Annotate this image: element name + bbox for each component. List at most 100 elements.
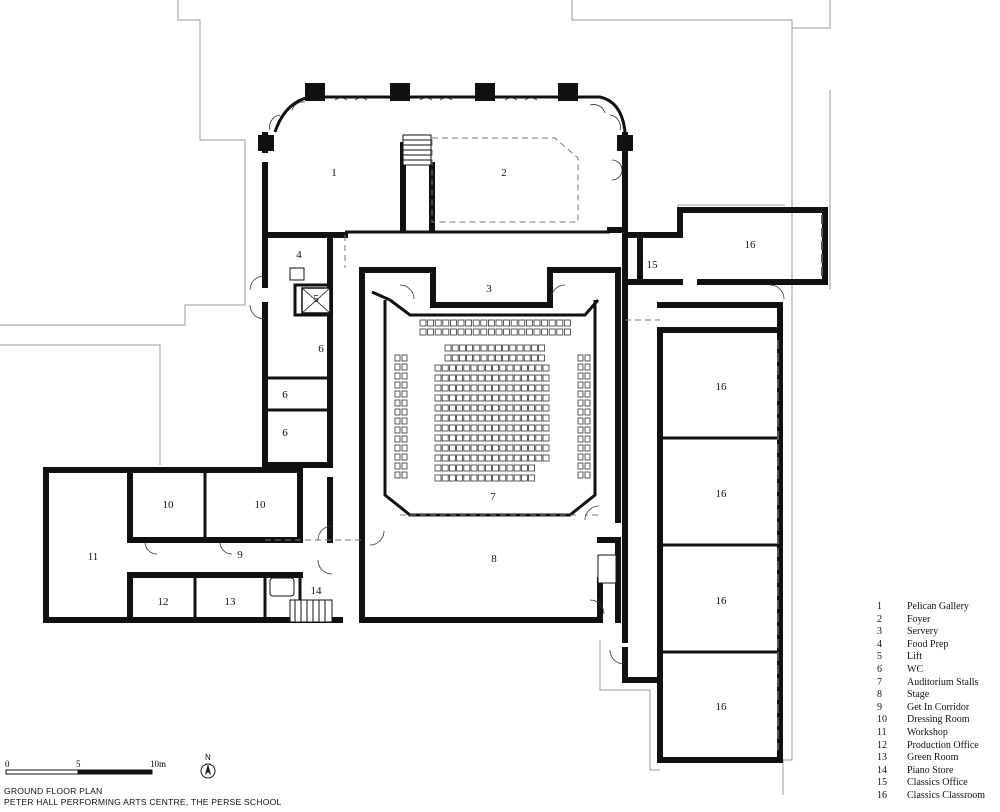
seat — [577, 354, 584, 362]
seat — [401, 408, 408, 416]
seat — [492, 474, 500, 482]
seat — [584, 381, 591, 389]
room-labels: 1 2 3 4 5 6 6 6 7 8 9 10 10 11 12 13 14 … — [88, 167, 756, 713]
seat — [463, 424, 471, 432]
seat — [528, 404, 535, 412]
seat — [470, 474, 478, 482]
room-label-6b: 6 — [282, 389, 288, 401]
seat — [577, 435, 584, 443]
legend-room-name: Green Room — [907, 752, 959, 764]
seat — [451, 354, 459, 362]
seat — [487, 328, 495, 336]
seat — [484, 364, 492, 372]
room-label-16c: 16 — [716, 488, 728, 500]
seat — [456, 474, 464, 482]
seat — [441, 364, 449, 372]
seat — [528, 464, 535, 472]
seat — [448, 364, 456, 372]
seat — [470, 404, 478, 412]
seat — [548, 319, 556, 327]
seat — [528, 474, 535, 482]
room-label-4: 4 — [296, 249, 302, 261]
seat — [584, 444, 591, 452]
seat — [528, 374, 535, 382]
seat — [542, 434, 550, 442]
seat — [495, 328, 503, 336]
seat — [394, 372, 401, 380]
seat — [584, 453, 591, 461]
legend-room-name: Stage — [907, 689, 930, 701]
seat — [492, 414, 500, 422]
seat — [465, 319, 473, 327]
legend-room-name: Classics Classroom — [907, 789, 986, 801]
seat — [513, 374, 521, 382]
seat — [584, 390, 591, 398]
legend-number: 8 — [877, 689, 882, 701]
seat — [434, 364, 442, 372]
seat — [494, 344, 502, 352]
seat — [541, 328, 548, 336]
seat — [499, 404, 507, 412]
caption-project: PETER HALL PERFORMING ARTS CENTRE, THE P… — [4, 797, 282, 807]
legend-number: 15 — [877, 777, 887, 789]
seat — [401, 363, 408, 371]
seat — [584, 417, 591, 425]
seat — [513, 394, 521, 402]
seat — [434, 424, 442, 432]
seat — [492, 434, 500, 442]
seat — [434, 328, 442, 336]
legend-room-name: Servery — [907, 626, 939, 638]
legend-room-name: Production Office — [907, 739, 979, 751]
seat — [456, 444, 464, 452]
seat — [506, 474, 514, 482]
seat — [458, 354, 466, 362]
legend-room-name: Workshop — [907, 726, 948, 738]
seat — [477, 384, 485, 392]
seat — [577, 453, 584, 461]
room-label-6c: 6 — [282, 427, 288, 439]
seat — [448, 454, 456, 462]
seat — [463, 464, 471, 472]
seat — [528, 384, 535, 392]
seat — [492, 444, 500, 452]
seat — [434, 384, 442, 392]
seat — [521, 444, 528, 452]
seat — [434, 464, 442, 472]
seat — [513, 414, 521, 422]
seat — [584, 408, 591, 416]
legend-number: 13 — [877, 752, 887, 764]
seat — [470, 464, 478, 472]
seat — [535, 424, 543, 432]
seat — [441, 394, 449, 402]
seat — [499, 384, 507, 392]
seat — [456, 464, 464, 472]
room-label-8: 8 — [491, 553, 497, 565]
seat — [548, 328, 556, 336]
seat — [484, 374, 492, 382]
seat — [499, 454, 507, 462]
seat — [499, 424, 507, 432]
seat — [484, 454, 492, 462]
seat — [456, 414, 464, 422]
seat — [477, 474, 485, 482]
seat — [401, 435, 408, 443]
seat — [499, 394, 507, 402]
seat — [394, 444, 401, 452]
legend-room-name: Piano Store — [907, 764, 954, 776]
seat — [394, 426, 401, 434]
legend-room-name: Pelican Gallery — [907, 601, 969, 612]
seat — [556, 328, 564, 336]
seat — [394, 417, 401, 425]
room-label-16e: 16 — [716, 701, 728, 713]
legend-number: 11 — [877, 726, 887, 738]
seat — [531, 354, 538, 362]
room-label-10b: 10 — [255, 499, 267, 511]
seat — [513, 424, 521, 432]
seat — [463, 394, 471, 402]
seat — [470, 374, 478, 382]
seat — [492, 424, 500, 432]
seat — [535, 454, 543, 462]
